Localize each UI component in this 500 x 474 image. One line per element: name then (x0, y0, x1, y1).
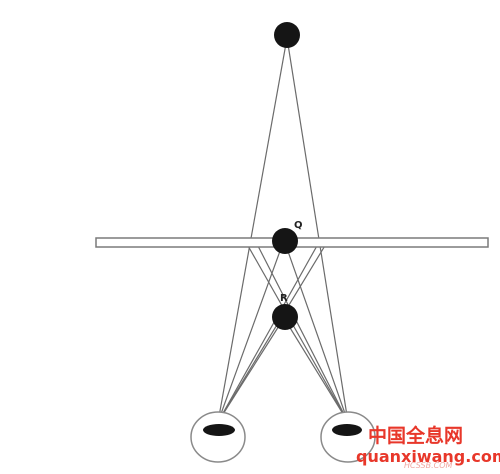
sight-line-r-left-eye (217, 317, 285, 423)
watermark-domain: quanxiwang.com (356, 447, 500, 466)
sight-line-r-right-eye (283, 317, 349, 423)
left-pupil (203, 424, 235, 436)
top-point (274, 22, 300, 48)
sight-line-window-left-a (246, 243, 349, 423)
watermark: HCSSB.COM 中国全息网 quanxiwang.com (356, 424, 500, 470)
sight-line-window-right-a (217, 243, 327, 423)
point-q (272, 228, 298, 254)
sight-line-window-right-b (217, 243, 319, 423)
sight-line-top-right-eye (286, 37, 349, 423)
watermark-chinese: 中国全息网 (368, 424, 463, 447)
sight-line-q-left-eye (217, 239, 285, 423)
right-pupil (332, 424, 362, 436)
sight-line-top-left-eye (217, 37, 288, 423)
right-eyeball (320, 411, 376, 463)
label-q: Q (294, 220, 303, 231)
sight-lines (217, 37, 349, 423)
label-r: R (280, 293, 288, 304)
point-r (272, 304, 298, 330)
watermark-logo-text: HCSSB.COM (404, 461, 453, 470)
sight-line-window-left-b (256, 243, 349, 423)
right-eye (320, 411, 376, 463)
left-eye (190, 411, 246, 463)
left-eyeball (190, 411, 246, 463)
sight-line-q-right-eye (283, 239, 349, 423)
